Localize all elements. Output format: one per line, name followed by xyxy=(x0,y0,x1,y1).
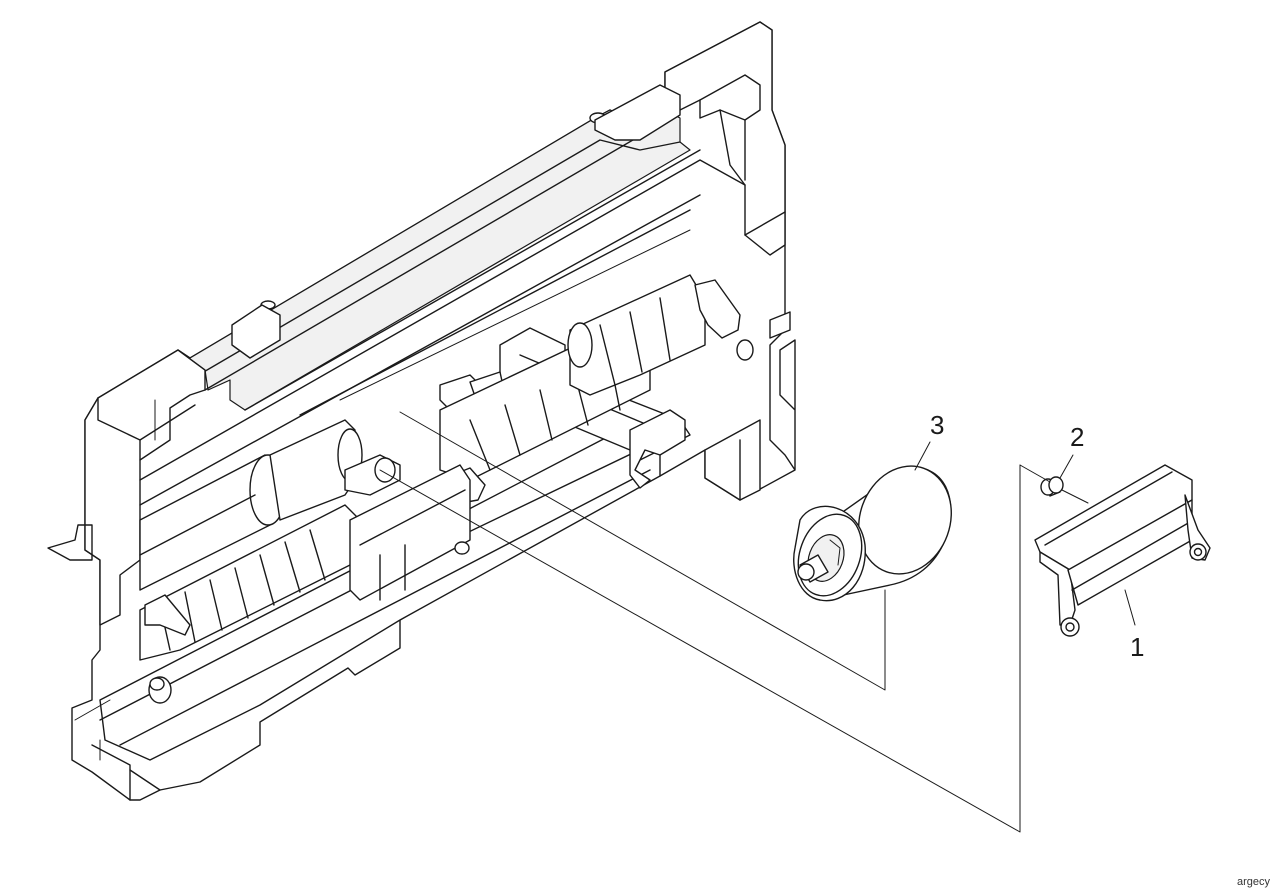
frame-assembly xyxy=(47,21,796,801)
pin-part-2 xyxy=(1040,476,1064,497)
callout-2: 2 xyxy=(1070,422,1084,452)
callouts: 3 2 1 xyxy=(930,410,1144,662)
separation-pad-part-1 xyxy=(1034,464,1211,637)
pick-roller-part-3 xyxy=(793,465,952,602)
watermark-text: argecy xyxy=(1236,876,1270,888)
leader-lines xyxy=(379,411,1136,833)
callout-3: 3 xyxy=(930,410,944,440)
feed-guide-ribs-right xyxy=(567,274,706,396)
callout-1: 1 xyxy=(1130,632,1144,662)
